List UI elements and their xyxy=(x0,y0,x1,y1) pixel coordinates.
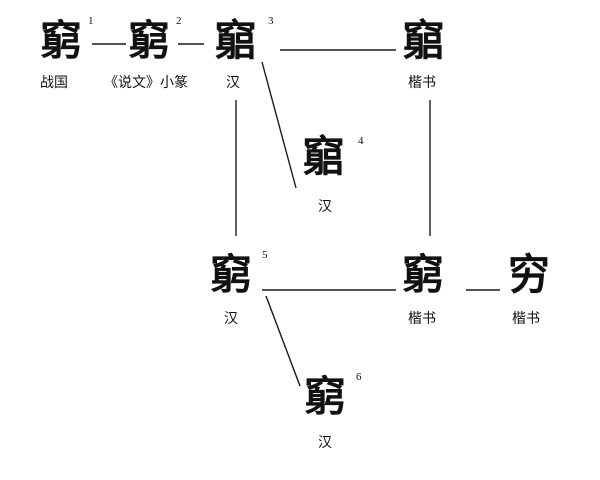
node-2-number: 2 xyxy=(176,15,182,27)
node-2-glyph: 窮 xyxy=(128,16,171,65)
node-2-label: 《说文》小篆 xyxy=(104,75,188,91)
node-1-label: 战国 xyxy=(40,75,68,91)
node-3-glyph: 竆 xyxy=(214,16,257,65)
node-5-glyph: 窮 xyxy=(210,250,253,299)
kaishu-1-glyph: 竆 xyxy=(402,16,445,65)
node-1-glyph: 窮 xyxy=(40,16,83,65)
edge-n3-n4 xyxy=(261,61,297,189)
node-3-number: 3 xyxy=(268,15,274,27)
kaishu-3-label: 楷书 xyxy=(512,311,540,327)
node-1-number: 1 xyxy=(88,15,94,27)
kaishu-1-label: 楷书 xyxy=(408,75,436,91)
node-4-glyph: 竆 xyxy=(302,132,345,181)
node-3-label: 汉 xyxy=(226,75,240,91)
node-6-number: 6 xyxy=(356,371,362,383)
kaishu-3-glyph: 穷 xyxy=(508,250,551,299)
edge-n5-n6 xyxy=(265,295,301,387)
node-5-number: 5 xyxy=(262,249,268,261)
node-6-glyph: 窮 xyxy=(304,372,347,421)
node-4-label: 汉 xyxy=(318,199,332,215)
node-5-label: 汉 xyxy=(224,311,238,327)
kaishu-2-label: 楷书 xyxy=(408,311,436,327)
kaishu-2-glyph: 窮 xyxy=(402,250,445,299)
node-6-label: 汉 xyxy=(318,435,332,451)
node-4-number: 4 xyxy=(358,135,364,147)
